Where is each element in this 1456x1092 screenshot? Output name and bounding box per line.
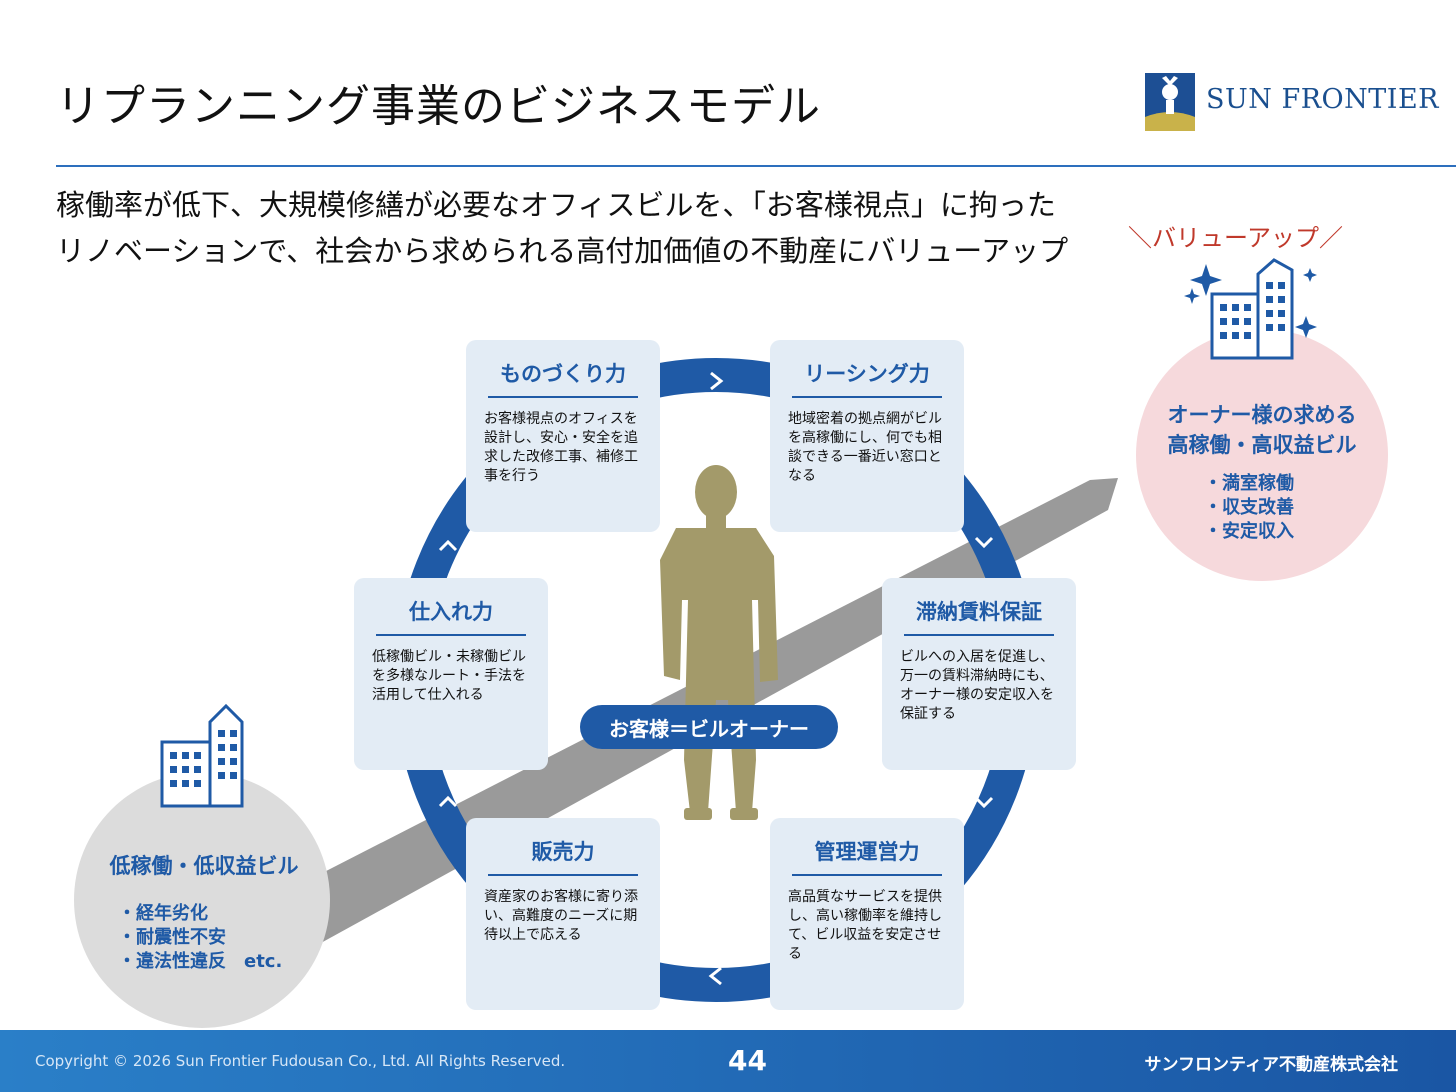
chevron-down-icon [974,536,994,549]
high-building-title-line-2: 高稼働・高収益ビル [1167,433,1357,457]
low-building-circle [74,772,330,1028]
high-building-bullets: ・満室稼働 ・収支改善 ・安定収入 [1204,472,1294,544]
chevron-left-icon [708,966,722,986]
copyright-text: Copyright © 2026 Sun Frontier Fudousan C… [35,1052,566,1070]
bullet-item: ・違法性違反 etc. [118,951,283,972]
low-building-title: 低稼働・低収益ビル [109,854,299,878]
bullet-item: ・満室稼働 [1204,473,1294,494]
low-building-bullets: ・経年劣化 ・耐震性不安 ・違法性違反 etc. [118,902,282,974]
chevron-right-icon [710,371,724,391]
capability-box-tainou: 滞納賃料保証 ビルへの入居を促進し、万一の賃料滞納時にも、オーナー様の安定収入を… [882,578,1076,770]
capability-description: お客様視点のオフィスを設計し、安心・安全を追求した改修工事、補修工事を行う [484,411,638,484]
bullet-item: ・耐震性不安 [118,927,226,948]
high-building-circle [1136,329,1388,581]
logo-text: SUN FRONTIER [1206,84,1439,115]
chevron-up-icon [438,795,458,808]
bullet-item: ・安定収入 [1204,521,1294,542]
capability-box-kanri: 管理運営力 高品質なサービスを提供し、高い稼働率を維持して、ビル収益を安定させる [770,818,964,1010]
capability-box-shiire: 仕入れ力 低稼働ビル・未稼働ビルを多様なルート・手法を活用して仕入れる [354,578,548,770]
customer-owner-label: お客様＝ビルオーナー [580,705,838,749]
capability-description: 地域密着の拠点網がビルを高稼働にし、何でも相談できる一番近い窓口となる [788,411,942,484]
chevron-up-icon [438,539,458,552]
capability-title: 販売力 [488,818,638,876]
capability-title: ものづくり力 [488,340,638,398]
capability-title: 滞納賃料保証 [904,578,1054,636]
lead-line-2: リノベーションで、社会から求められる高付加価値の不動産にバリューアップ [56,234,1069,268]
page-number: 44 [728,1044,767,1077]
sparkle-icon [1184,264,1317,338]
high-building-title: オーナー様の求める 高稼働・高収益ビル [1140,400,1384,460]
footer-bar: Copyright © 2026 Sun Frontier Fudousan C… [0,1030,1456,1092]
capability-description: 高品質なサービスを提供し、高い稼働率を維持して、ビル収益を安定させる [788,889,942,962]
capability-box-hanbai: 販売力 資産家のお客様に寄り添い、高難度のニーズに期待以上で応える [466,818,660,1010]
title-divider [56,165,1456,167]
bullet-item: ・収支改善 [1204,497,1294,518]
company-logo: SUN FRONTIER [1144,72,1439,134]
lead-text: 稼働率が低下、大規模修繕が必要なオフィスビルを、「お客様視点」に拘った リノベー… [56,182,1068,274]
capability-title: 仕入れ力 [376,578,526,636]
capability-title: 管理運営力 [792,818,942,876]
capability-description: 低稼働ビル・未稼働ビルを多様なルート・手法を活用して仕入れる [372,649,526,703]
company-name: サンフロンティア不動産株式会社 [1144,1055,1398,1075]
capability-description: ビルへの入居を促進し、万一の賃料滞納時にも、オーナー様の安定収入を保証する [900,649,1054,722]
capability-box-monozukuri: ものづくり力 お客様視点のオフィスを設計し、安心・安全を追求した改修工事、補修工… [466,340,660,532]
chevron-down-icon [974,796,994,809]
lead-line-1: 稼働率が低下、大規模修繕が必要なオフィスビルを、「お客様視点」に拘った [56,188,1056,222]
business-person-figure [660,465,778,820]
ring-chevrons [438,371,994,986]
capability-description: 資産家のお客様に寄り添い、高難度のニーズに期待以上で応える [484,889,638,943]
bullet-item: ・経年劣化 [118,903,208,924]
high-building-title-line-1: オーナー様の求める [1167,403,1357,427]
logo-emblem-icon [1145,73,1195,131]
capability-box-leasing: リーシング力 地域密着の拠点網がビルを高稼働にし、何でも相談できる一番近い窓口と… [770,340,964,532]
capability-title: リーシング力 [792,340,942,398]
page-title: リプランニング事業のビジネスモデル [56,81,821,132]
value-up-label: ＼バリューアップ／ [1128,224,1344,252]
